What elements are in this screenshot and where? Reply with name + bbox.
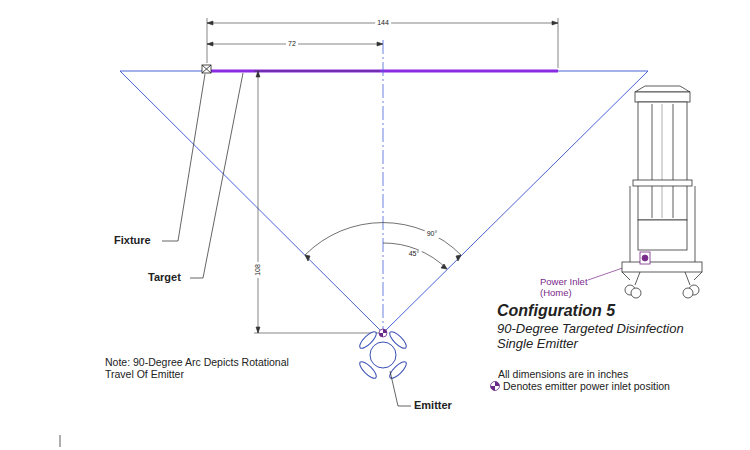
part-label: Power Inlet (Home) bbox=[540, 277, 600, 299]
coverage-triangle bbox=[120, 71, 648, 333]
center-line bbox=[383, 40, 384, 333]
fixture-symbol bbox=[202, 65, 211, 73]
callout-label: Target bbox=[148, 271, 181, 284]
callout-label: Fixture bbox=[114, 234, 151, 247]
title: Configuration 5 bbox=[497, 302, 615, 320]
dimension-text: 72 bbox=[286, 40, 298, 48]
emitter-symbol bbox=[357, 329, 408, 380]
dimension-text: 108 bbox=[254, 262, 262, 278]
legend-text: Denotes emitter power inlet position bbox=[503, 380, 670, 392]
legend-symbol bbox=[491, 382, 500, 391]
callout-label: Emitter bbox=[414, 399, 452, 412]
power-inlet-marker bbox=[379, 329, 387, 337]
dimension-text: 144 bbox=[375, 19, 391, 27]
caption: 90-Degree Targeted Disinfection Single E… bbox=[497, 322, 697, 352]
dimension-lines bbox=[207, 18, 558, 333]
target-line bbox=[210, 70, 558, 73]
cursor-mark bbox=[60, 435, 61, 447]
note-text: All dimensions are in inches bbox=[498, 368, 628, 380]
angle-text: 45° bbox=[407, 250, 422, 258]
angle-text: 90° bbox=[425, 230, 440, 238]
note-text: Note: 90-Degree Arc Depicts Rotational T… bbox=[105, 356, 320, 380]
angle-arcs bbox=[305, 223, 461, 269]
emitter-illustration bbox=[622, 86, 702, 298]
